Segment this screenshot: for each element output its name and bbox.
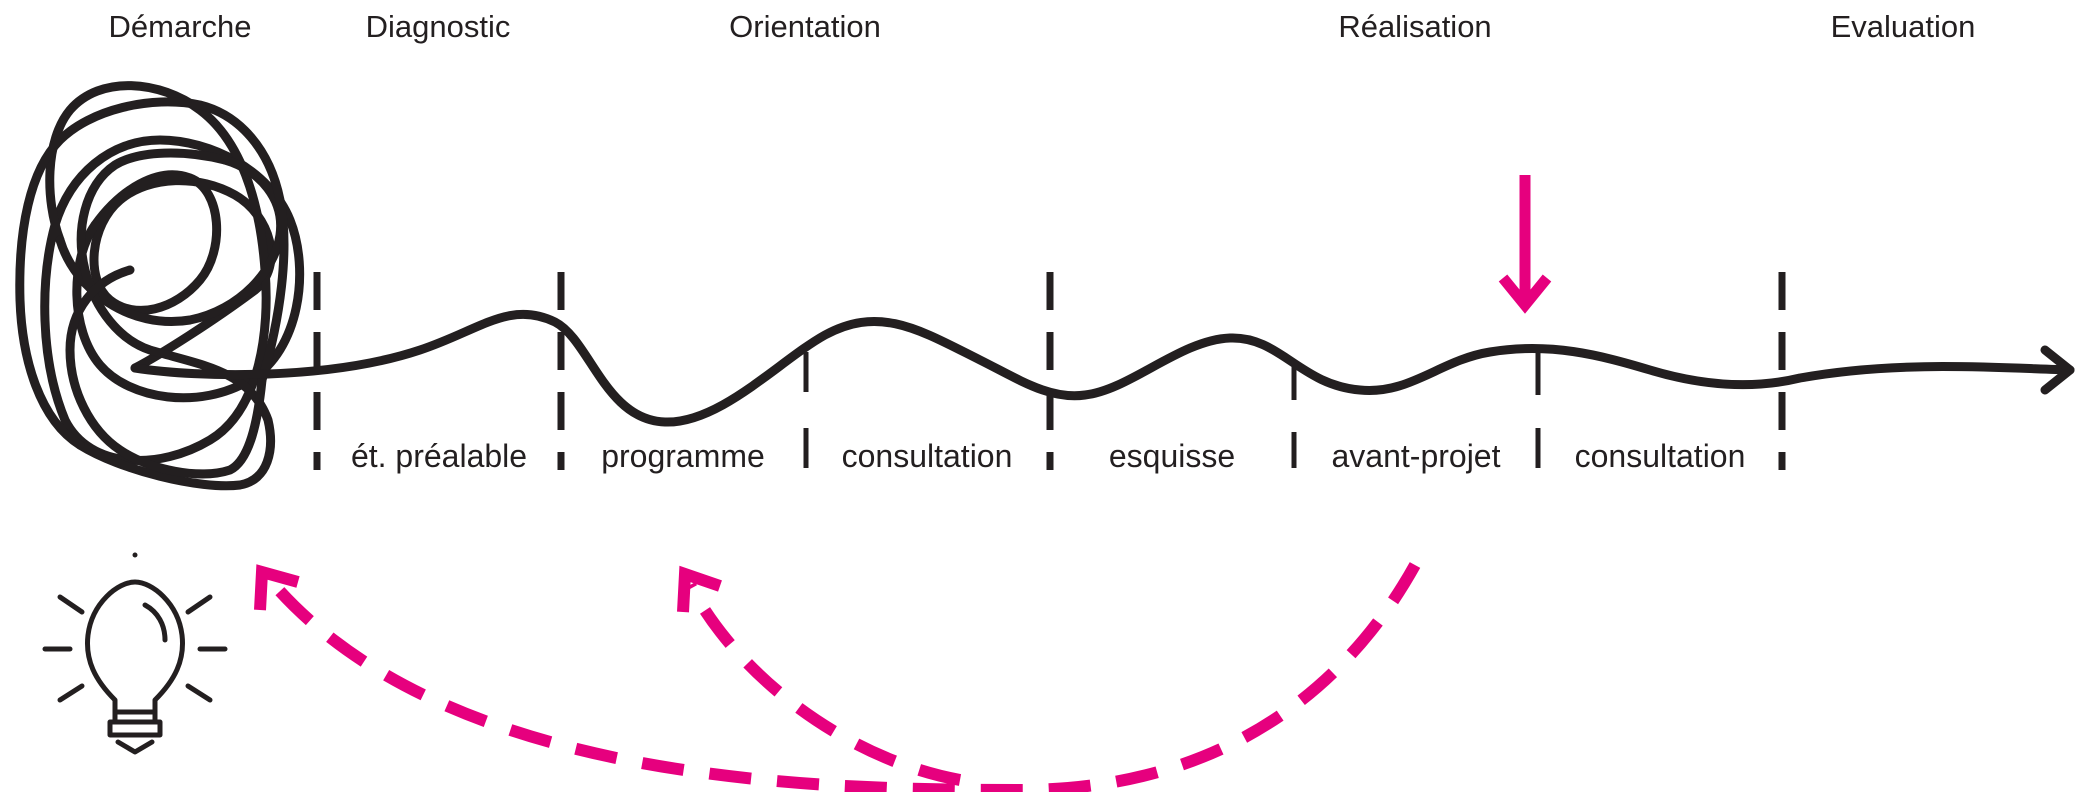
timeline bbox=[130, 309, 2075, 427]
phase-headings: Démarche Diagnostic Orientation Réalisat… bbox=[109, 9, 1976, 44]
arrow-right-icon bbox=[2040, 345, 2075, 395]
dashed-arrow-icon bbox=[684, 582, 962, 786]
arrow-down-icon bbox=[1498, 175, 1552, 314]
phase-label-evaluation: Evaluation bbox=[1831, 9, 1976, 44]
step-label-etude-prealable: ét. préalable bbox=[351, 438, 527, 474]
phase-label-diagnostic: Diagnostic bbox=[366, 9, 511, 44]
step-label-consultation-1: consultation bbox=[842, 438, 1013, 474]
timeline-line bbox=[130, 309, 2075, 427]
scribble-icon bbox=[15, 81, 305, 491]
step-separators bbox=[803, 352, 1541, 468]
step-label-consultation-2: consultation bbox=[1575, 438, 1746, 474]
phase-label-orientation: Orientation bbox=[729, 9, 881, 44]
feedback-arrows bbox=[265, 562, 1421, 792]
step-label-programme: programme bbox=[601, 438, 765, 474]
feedback-arrowheads bbox=[254, 564, 722, 613]
phase-separators bbox=[313, 272, 1786, 470]
lightbulb-icon bbox=[42, 552, 228, 755]
step-labels: ét. préalable programme consultation esq… bbox=[351, 438, 1745, 474]
dashed-arrow-icon bbox=[265, 562, 1421, 792]
phase-label-demarche: Démarche bbox=[109, 9, 252, 44]
step-label-avant-projet: avant-projet bbox=[1332, 438, 1501, 474]
arrowhead bbox=[677, 565, 722, 613]
arrowhead bbox=[254, 564, 300, 611]
phase-label-realisation: Réalisation bbox=[1338, 9, 1491, 44]
step-label-esquisse: esquisse bbox=[1109, 438, 1235, 474]
